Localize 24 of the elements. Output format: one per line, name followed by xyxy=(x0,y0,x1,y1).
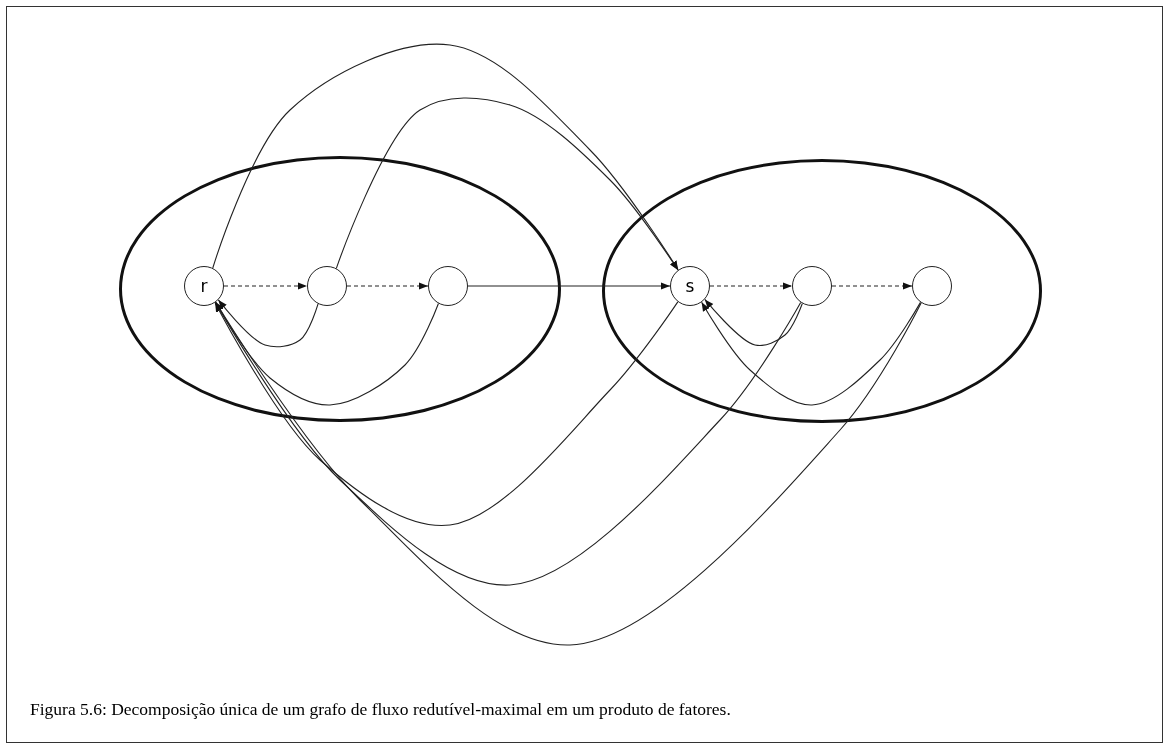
group-ellipse xyxy=(119,156,561,422)
node-label: r xyxy=(200,276,208,296)
arrow xyxy=(701,301,922,406)
figure-caption: Figura 5.6: Decomposição única de um grafo de fluxo redutível-maximal em um produto de fatores. xyxy=(30,699,731,720)
arrow xyxy=(214,301,802,586)
arrow xyxy=(214,301,679,526)
arrow xyxy=(831,282,913,290)
arrow xyxy=(709,282,793,290)
node-label: s xyxy=(685,276,695,296)
arrow xyxy=(223,282,308,290)
arrow xyxy=(335,97,679,271)
arrow xyxy=(212,43,679,271)
graph-node xyxy=(307,266,347,306)
arrow xyxy=(346,282,429,290)
arrow xyxy=(704,298,803,347)
graph-node xyxy=(428,266,468,306)
graph-node xyxy=(184,266,224,306)
graph-node xyxy=(792,266,832,306)
arrow xyxy=(467,282,671,290)
graph-node xyxy=(670,266,710,306)
arrow xyxy=(215,301,922,646)
group-ellipse xyxy=(602,159,1042,423)
arrow xyxy=(217,299,319,348)
graph-node xyxy=(912,266,952,306)
